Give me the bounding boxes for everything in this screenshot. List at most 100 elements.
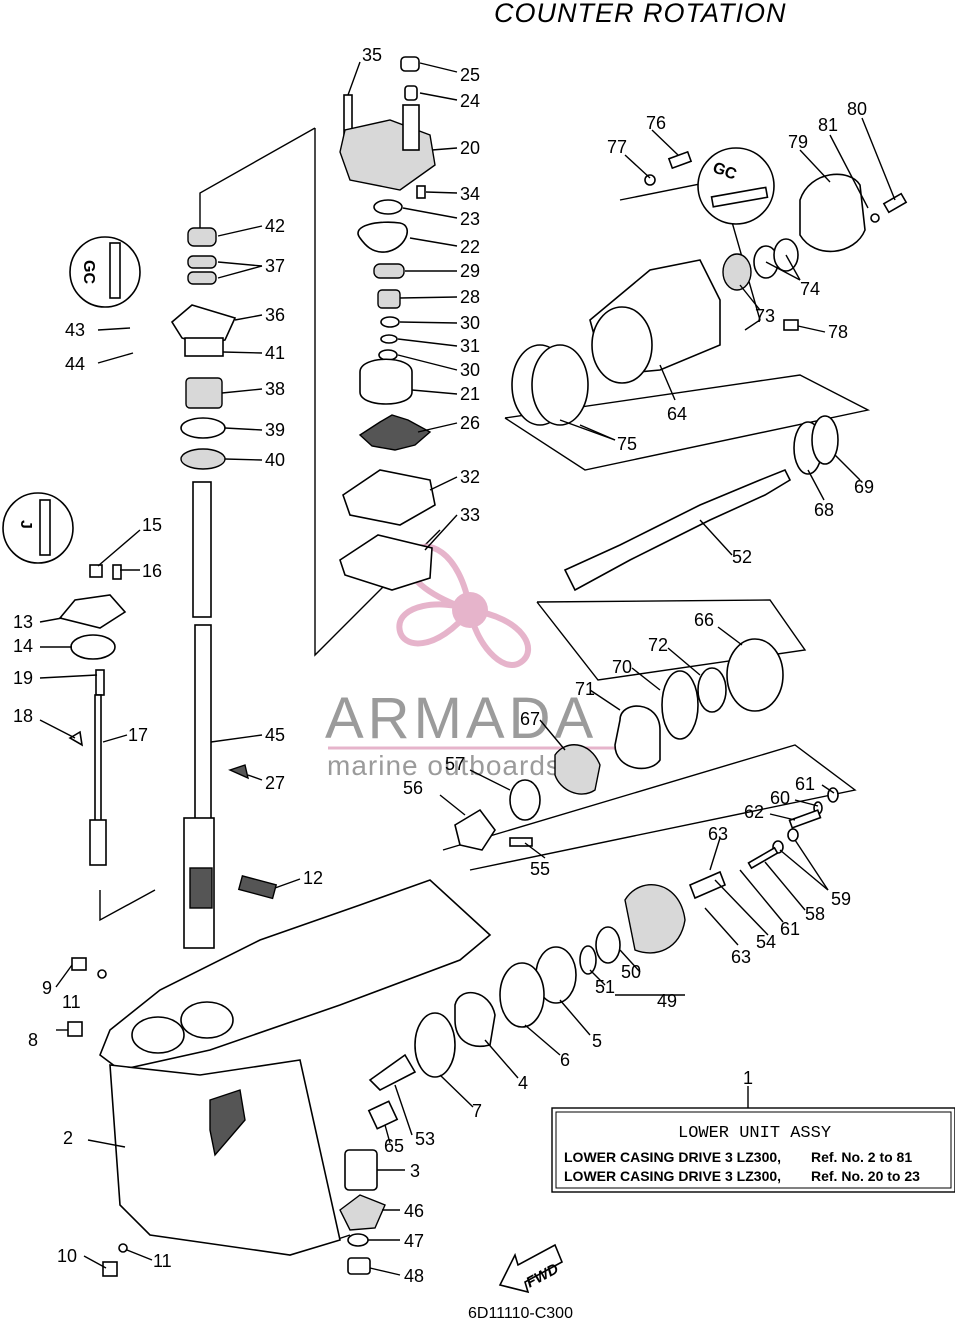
callout-75[interactable]: 75	[617, 434, 637, 454]
callout-15[interactable]: 15	[142, 515, 162, 535]
callout-60[interactable]: 60	[770, 788, 790, 808]
callout-38[interactable]: 38	[265, 379, 285, 399]
water-pump-stack	[339, 56, 436, 591]
callout-13[interactable]: 13	[13, 612, 33, 632]
callout-72[interactable]: 72	[648, 635, 668, 655]
callout-79[interactable]: 79	[788, 132, 808, 152]
callout-63b[interactable]: 63	[731, 947, 751, 967]
callout-56[interactable]: 56	[403, 778, 423, 798]
callout-2[interactable]: 2	[63, 1128, 73, 1148]
callout-37[interactable]: 37	[265, 256, 285, 276]
callout-9[interactable]: 9	[42, 978, 52, 998]
callout-51[interactable]: 51	[595, 977, 615, 997]
callout-64[interactable]: 64	[667, 404, 687, 424]
callout-68[interactable]: 68	[814, 500, 834, 520]
callout-42[interactable]: 42	[265, 216, 285, 236]
callout-81[interactable]: 81	[818, 115, 838, 135]
callout-73[interactable]: 73	[755, 306, 775, 326]
propeller-logo-icon	[396, 543, 532, 668]
callout-34[interactable]: 34	[460, 184, 480, 204]
callout-3[interactable]: 3	[410, 1161, 420, 1181]
callout-58[interactable]: 58	[805, 904, 825, 924]
callout-14[interactable]: 14	[13, 636, 33, 656]
callout-39[interactable]: 39	[265, 420, 285, 440]
callout-69[interactable]: 69	[854, 477, 874, 497]
info-row-1-name: LOWER CASING DRIVE 3 LZ300,	[564, 1149, 781, 1165]
callout-63a[interactable]: 63	[708, 824, 728, 844]
callout-78[interactable]: 78	[828, 322, 848, 342]
callout-61a[interactable]: 61	[795, 774, 815, 794]
info-row-1-ref: Ref. No. 2 to 81	[811, 1149, 912, 1165]
callout-52[interactable]: 52	[732, 547, 752, 567]
callout-76[interactable]: 76	[646, 113, 666, 133]
callout-48[interactable]: 48	[404, 1266, 424, 1286]
callout-18[interactable]: 18	[13, 706, 33, 726]
callout-74[interactable]: 74	[800, 279, 820, 299]
callout-16[interactable]: 16	[142, 561, 162, 581]
callout-12[interactable]: 12	[303, 868, 323, 888]
callout-35[interactable]: 35	[362, 45, 382, 65]
callout-11a[interactable]: 11	[62, 992, 81, 1012]
callout-47[interactable]: 47	[404, 1231, 424, 1251]
callout-26[interactable]: 26	[460, 413, 480, 433]
callout-59[interactable]: 59	[831, 889, 851, 909]
lower-unit-info-box: 1 LOWER UNIT ASSY LOWER CASING DRIVE 3 L…	[551, 1068, 955, 1193]
callout-22[interactable]: 22	[460, 237, 480, 257]
info-box-heading: LOWER UNIT ASSY	[678, 1124, 831, 1143]
callout-55[interactable]: 55	[530, 859, 550, 879]
leader-lines	[39, 61, 896, 1276]
callout-77[interactable]: 77	[607, 137, 627, 157]
callout-21[interactable]: 21	[460, 384, 480, 404]
callout-41[interactable]: 41	[265, 343, 285, 363]
callout-10[interactable]: 10	[57, 1246, 77, 1266]
callout-71[interactable]: 71	[575, 679, 595, 699]
callout-54[interactable]: 54	[756, 932, 776, 952]
forward-arrow-icon: FWD	[498, 1243, 564, 1294]
diagram-title: COUNTER ROTATION	[494, 0, 787, 28]
callout-44[interactable]: 44	[65, 354, 85, 374]
callout-30a[interactable]: 30	[460, 313, 480, 333]
callout-80[interactable]: 80	[847, 99, 867, 119]
callout-45[interactable]: 45	[265, 725, 285, 745]
callout-24[interactable]: 24	[460, 91, 480, 111]
propeller-shaft-group	[454, 415, 839, 851]
callout-17[interactable]: 17	[128, 725, 148, 745]
callout-25[interactable]: 25	[460, 65, 480, 85]
callout-49[interactable]: 49	[657, 991, 677, 1011]
callout-33[interactable]: 33	[460, 505, 480, 525]
callout-19[interactable]: 19	[13, 668, 33, 688]
callout-53[interactable]: 53	[415, 1129, 435, 1149]
callout-27[interactable]: 27	[265, 773, 285, 793]
callout-62[interactable]: 62	[744, 802, 764, 822]
callout-8[interactable]: 8	[28, 1030, 38, 1050]
callout-6[interactable]: 6	[560, 1050, 570, 1070]
callout-5[interactable]: 5	[592, 1031, 602, 1051]
callout-61b[interactable]: 61	[780, 919, 800, 939]
callout-46[interactable]: 46	[404, 1201, 424, 1221]
callout-32[interactable]: 32	[460, 467, 480, 487]
callout-20[interactable]: 20	[460, 138, 480, 158]
callout-67[interactable]: 67	[520, 709, 540, 729]
callout-31[interactable]: 31	[460, 336, 480, 356]
callout-65[interactable]: 65	[384, 1136, 404, 1156]
callout-66[interactable]: 66	[694, 610, 714, 630]
callout-7[interactable]: 7	[472, 1101, 482, 1121]
info-row-2-ref: Ref. No. 20 to 23	[811, 1168, 920, 1184]
grease-symbol-a: GC	[80, 260, 97, 284]
callout-50[interactable]: 50	[621, 962, 641, 982]
callout-29[interactable]: 29	[460, 261, 480, 281]
callout-57[interactable]: 57	[445, 754, 465, 774]
callout-11b[interactable]: 11	[153, 1251, 172, 1271]
callout-70[interactable]: 70	[612, 657, 632, 677]
callout-1[interactable]: 1	[743, 1068, 753, 1088]
drive-shaft-stack	[170, 227, 249, 949]
callout-28[interactable]: 28	[460, 287, 480, 307]
callout-30b[interactable]: 30	[460, 360, 480, 380]
grease-inset-a: GC	[69, 236, 141, 308]
callout-40[interactable]: 40	[265, 450, 285, 470]
callout-23[interactable]: 23	[460, 209, 480, 229]
callout-4[interactable]: 4	[518, 1073, 528, 1093]
callout-36[interactable]: 36	[265, 305, 285, 325]
lower-casing	[99, 874, 492, 1256]
callout-43[interactable]: 43	[65, 320, 85, 340]
